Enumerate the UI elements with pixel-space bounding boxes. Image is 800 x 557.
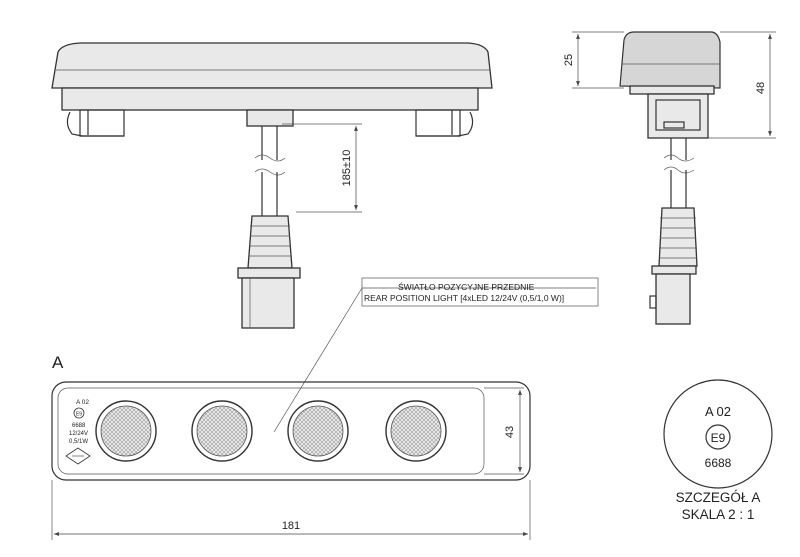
led-1 bbox=[95, 400, 157, 462]
led-4 bbox=[385, 400, 447, 462]
right-mounting-clip bbox=[415, 109, 474, 137]
svg-text:A 02: A 02 bbox=[76, 399, 89, 406]
view-label: A bbox=[52, 353, 64, 372]
front-view: 185±10 bbox=[51, 42, 493, 329]
callout: ŚWIATŁO POZYCYJNE PRZEDNIE REAR POSITION… bbox=[273, 277, 599, 433]
side-connector-block bbox=[647, 93, 709, 139]
callout-subtitle: REAR POSITION LIGHT [4xLED 12/24V (0,5/1… bbox=[364, 293, 564, 303]
led-3 bbox=[287, 400, 349, 462]
detail-number: 6688 bbox=[705, 456, 732, 470]
detail-approval-code: A 02 bbox=[705, 404, 731, 419]
body-height-dimension: 25 bbox=[563, 54, 575, 66]
strain-relief bbox=[247, 215, 293, 269]
svg-text:0,5/1W: 0,5/1W bbox=[69, 439, 88, 445]
manufacturer-logo-icon bbox=[65, 447, 91, 465]
led-2 bbox=[191, 400, 253, 462]
lens-inner-frame bbox=[57, 387, 485, 475]
detail-e-mark: E9 bbox=[711, 431, 726, 445]
e-mark-icon bbox=[73, 407, 85, 419]
side-housing bbox=[619, 31, 721, 89]
lens-height-dimension: 43 bbox=[504, 426, 516, 438]
side-strain-relief bbox=[658, 207, 698, 267]
connector-plug bbox=[237, 267, 301, 329]
detail-scale: SKALA 2 : 1 bbox=[682, 507, 755, 522]
side-base bbox=[629, 85, 715, 95]
total-height-dimension: 48 bbox=[755, 82, 767, 94]
detail-circle bbox=[663, 379, 773, 489]
cable-gland bbox=[246, 109, 294, 127]
front-housing bbox=[51, 42, 493, 89]
front-base bbox=[61, 87, 479, 111]
svg-text:E9: E9 bbox=[76, 412, 82, 418]
left-mounting-clip bbox=[66, 109, 125, 137]
homologation-marking: A 02 E9 6688 12/24V 0,5/1W bbox=[65, 399, 91, 465]
lens-outer-frame bbox=[51, 381, 531, 481]
overall-width-dimension: 181 bbox=[282, 520, 300, 532]
side-plug bbox=[649, 265, 697, 325]
detail-a: A 02 E9 6688 SZCZEGÓŁ A SKALA 2 : 1 bbox=[663, 379, 773, 522]
detail-title: SZCZEGÓŁ A bbox=[676, 490, 761, 505]
side-view: 25 48 bbox=[563, 31, 776, 325]
detail-e-mark-icon bbox=[705, 424, 731, 450]
lens-view: A A 02 E9 6688 12/24V 0,5/1W bbox=[51, 353, 531, 540]
svg-text:6688: 6688 bbox=[72, 423, 86, 429]
svg-text:12/24V: 12/24V bbox=[69, 431, 88, 437]
callout-title: ŚWIATŁO POZYCYJNE PRZEDNIE bbox=[398, 281, 535, 292]
cable-length-dimension: 185±10 bbox=[341, 150, 353, 187]
